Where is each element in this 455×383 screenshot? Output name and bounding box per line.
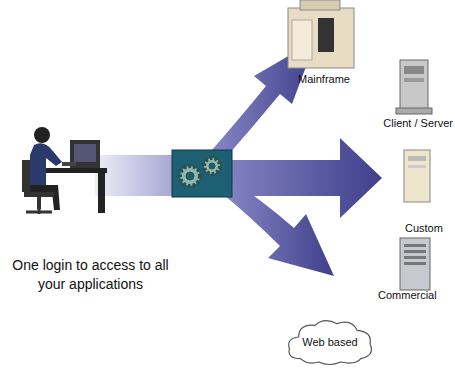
system-label: Client / Server	[383, 117, 453, 129]
caption-note: One login to access to all your applicat…	[3, 256, 178, 294]
node-text: Web based	[284, 336, 375, 348]
system-label: Custom	[405, 222, 443, 234]
commercial-icon	[400, 238, 430, 290]
user-at-desk	[22, 127, 107, 214]
client-server-icon	[396, 60, 432, 114]
custom-icon	[404, 150, 430, 202]
gear-box	[172, 150, 232, 197]
system-label: Mainframe	[298, 73, 350, 85]
arrow-down	[218, 178, 334, 276]
system-label: Commercial	[378, 289, 437, 301]
mainframe-icon	[288, 0, 354, 68]
cloud-node: Web based	[284, 317, 375, 367]
gears	[180, 158, 220, 186]
